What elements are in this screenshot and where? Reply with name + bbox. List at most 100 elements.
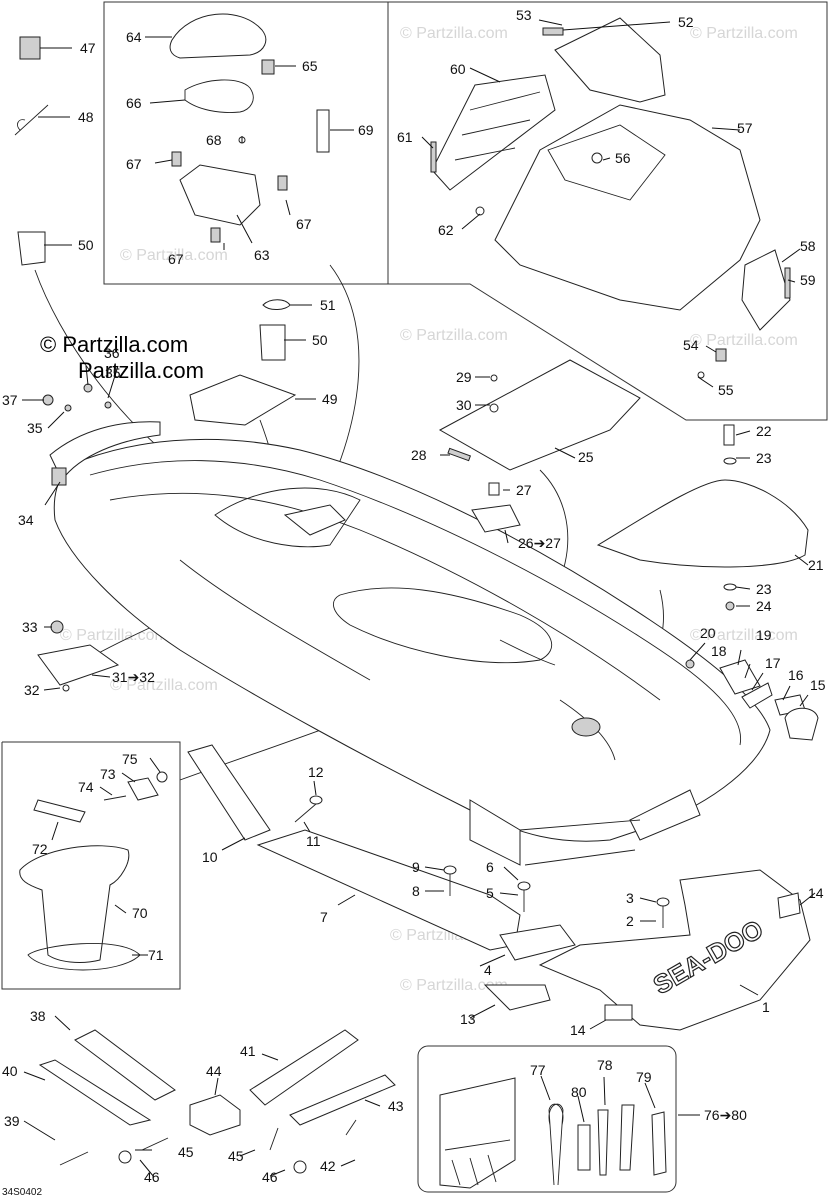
trim-parts (38, 1029, 396, 1174)
faint-watermark: © Partzilla.com (110, 677, 218, 694)
faint-watermark: © Partzilla.com (400, 25, 508, 42)
faint-watermark: © Partzilla.com (120, 247, 228, 264)
faint-watermark: © Partzilla.com (690, 25, 798, 42)
callout-67: 67 (168, 251, 184, 267)
glove-box-inset (1, 741, 181, 990)
callout-32: 32 (24, 682, 40, 698)
seat-inset (388, 1, 828, 421)
callout-58: 58 (800, 238, 816, 254)
callout-75: 75 (122, 751, 138, 767)
callout-10: 10 (202, 849, 218, 865)
tool-kit-parts (439, 1077, 667, 1189)
callout-4: 4 (484, 962, 492, 978)
callout-74: 74 (78, 779, 94, 795)
callout-56: 56 (615, 150, 631, 166)
callout-25: 25 (578, 449, 594, 465)
storage-bin-inset (103, 1, 389, 285)
callout-23: 23 (756, 581, 772, 597)
callout-79: 79 (636, 1069, 652, 1085)
callout-1: 1 (762, 999, 770, 1015)
hull-pads: SEA-DOO (187, 744, 811, 1031)
callout-53: 53 (516, 7, 532, 23)
callout-33: 33 (22, 619, 38, 635)
right-small-parts (438, 359, 819, 741)
callout-13: 13 (460, 1011, 476, 1027)
callout-76-80: 76➔80 (704, 1107, 747, 1123)
callout-61: 61 (397, 129, 413, 145)
glove-box-parts (19, 771, 168, 971)
callout-57: 57 (737, 120, 753, 136)
callout-63: 63 (254, 247, 270, 263)
callout-72: 72 (32, 841, 48, 857)
callout-34: 34 (18, 512, 34, 528)
callout-labels: 47 48 50 64 65 66 68 69 67 67 67 63 53 5… (2, 7, 826, 1198)
callout-50: 50 (78, 237, 94, 253)
callout-23: 23 (756, 450, 772, 466)
callout-55: 55 (718, 382, 734, 398)
hull (53, 438, 771, 866)
callout-67: 67 (296, 216, 312, 232)
callout-54: 54 (683, 337, 699, 353)
callout-64: 64 (126, 29, 142, 45)
callout-62: 62 (438, 222, 454, 238)
callout-37: 37 (2, 392, 18, 408)
callout-38: 38 (30, 1008, 46, 1024)
callout-16: 16 (788, 667, 804, 683)
callout-7: 7 (320, 909, 328, 925)
callout-47: 47 (80, 40, 96, 56)
callout-14: 14 (570, 1022, 586, 1038)
callout-78: 78 (597, 1057, 613, 1073)
callout-46: 46 (262, 1169, 278, 1185)
callout-71: 71 (148, 947, 164, 963)
callout-8: 8 (412, 883, 420, 899)
callout-49: 49 (322, 391, 338, 407)
tool-kit-inset (417, 1045, 677, 1193)
callout-39: 39 (4, 1113, 20, 1129)
drain-plugs (294, 795, 670, 928)
callout-68: 68 (206, 132, 222, 148)
callout-67: 67 (126, 156, 142, 172)
callout-12: 12 (308, 764, 324, 780)
callout-51: 51 (320, 297, 336, 313)
callout-65: 65 (302, 58, 318, 74)
callout-19: 19 (756, 627, 772, 643)
watermark: © Partzilla.com (40, 332, 188, 357)
callout-14: 14 (808, 885, 824, 901)
callout-36: 36 (104, 345, 120, 361)
callout-66: 66 (126, 95, 142, 111)
callout-45: 45 (178, 1144, 194, 1160)
callout-70: 70 (132, 905, 148, 921)
faint-watermark: © Partzilla.com (60, 627, 168, 644)
callout-28: 28 (411, 447, 427, 463)
left-small-parts (14, 36, 297, 692)
callout-17: 17 (765, 655, 781, 671)
callout-60: 60 (450, 61, 466, 77)
faint-watermark: © Partzilla.com (690, 627, 798, 644)
callout-42: 42 (320, 1158, 336, 1174)
callout-29: 29 (456, 369, 472, 385)
callout-5: 5 (486, 885, 494, 901)
callout-69: 69 (358, 122, 374, 138)
callout-18: 18 (711, 643, 727, 659)
callout-3: 3 (626, 890, 634, 906)
callout-80: 80 (571, 1084, 587, 1100)
callout-50: 50 (312, 332, 328, 348)
callout-59: 59 (800, 272, 816, 288)
callout-22: 22 (756, 423, 772, 439)
callout-26-27: 26➔27 (518, 535, 561, 551)
callout-73: 73 (100, 766, 116, 782)
callout-77: 77 (530, 1062, 546, 1078)
callout-48: 48 (78, 109, 94, 125)
callout-31-32: 31➔32 (112, 669, 155, 685)
callout-9: 9 (412, 859, 420, 875)
callout-21: 21 (808, 557, 824, 573)
callout-15: 15 (810, 677, 826, 693)
callout-6: 6 (486, 859, 494, 875)
seat-parts (430, 17, 791, 379)
callout-11: 11 (306, 833, 321, 849)
faint-watermark: © Partzilla.com (400, 977, 508, 994)
callout-35: 35 (105, 365, 121, 381)
callout-41: 41 (240, 1043, 256, 1059)
callout-2: 2 (626, 913, 634, 929)
